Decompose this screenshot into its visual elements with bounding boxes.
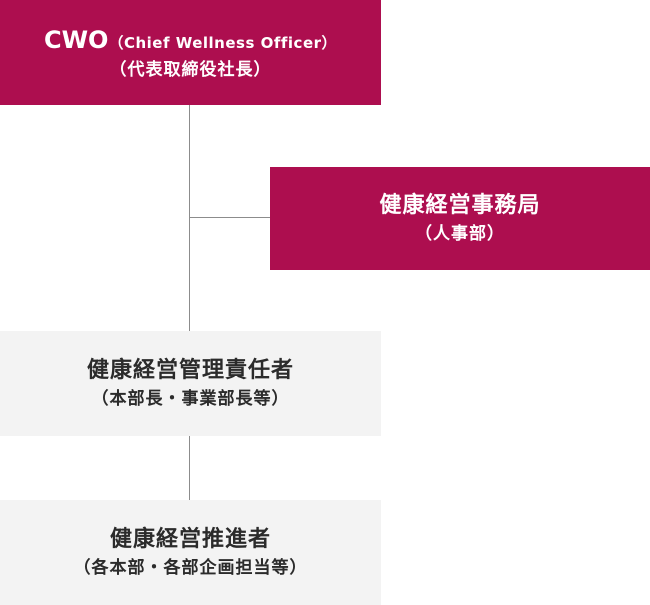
promoter-node: 健康経営推進者 （各本部・各部企画担当等） xyxy=(0,500,381,605)
promoter-title: 健康経営推進者 xyxy=(109,527,271,553)
cwo-title: CWO xyxy=(43,25,109,54)
cwo-title-line: CWO（Chief Wellness Officer） xyxy=(44,23,337,58)
manager-title: 健康経営管理責任者 xyxy=(86,358,294,384)
manager-node: 健康経営管理責任者 （本部長・事業部長等） xyxy=(0,331,381,436)
manager-subtitle: （本部長・事業部長等） xyxy=(91,389,290,410)
promoter-subtitle: （各本部・各部企画担当等） xyxy=(73,558,308,579)
secretariat-node: 健康経営事務局 （人事部） xyxy=(270,167,650,270)
secretariat-subtitle: （人事部） xyxy=(415,224,505,245)
cwo-title-en: （Chief Wellness Officer） xyxy=(108,33,338,52)
cwo-node: CWO（Chief Wellness Officer） （代表取締役社長） xyxy=(0,0,381,105)
connector-manager-to-promoter xyxy=(189,436,190,500)
connector-to-secretariat xyxy=(189,217,270,218)
secretariat-title: 健康経営事務局 xyxy=(379,193,541,219)
connector-cwo-to-manager xyxy=(189,105,190,331)
cwo-subtitle: （代表取締役社長） xyxy=(109,59,272,80)
